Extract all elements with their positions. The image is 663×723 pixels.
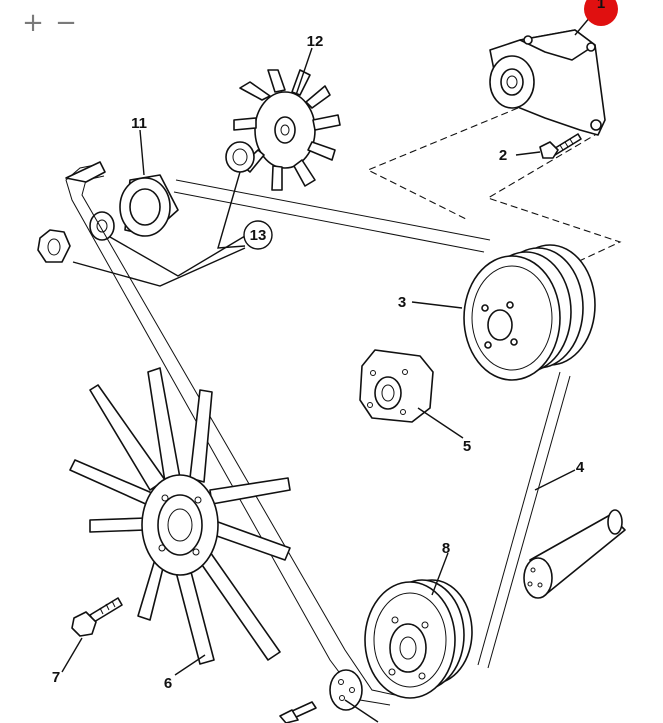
assembly-guide-lines (366, 107, 622, 271)
part-nut[interactable] (37, 229, 71, 263)
part-spacer-5[interactable] (359, 349, 434, 423)
part-washer-bottom[interactable] (329, 669, 363, 711)
callout-13-leaders (72, 171, 246, 287)
part-impeller-12[interactable] (233, 69, 341, 191)
callout-1-highlight[interactable]: 1 (584, 0, 618, 26)
part-bracket-housing[interactable] (489, 29, 606, 136)
callout-1-label: 1 (597, 0, 605, 12)
part-bolt-2[interactable] (539, 133, 582, 159)
callout-7-label: 7 (52, 669, 60, 686)
zoom-in-button[interactable]: + (22, 8, 44, 38)
part-bearing-11[interactable] (119, 174, 179, 237)
part-belt-4[interactable] (65, 161, 571, 706)
part-pulley-3[interactable] (463, 244, 596, 381)
callout-8-label: 8 (442, 540, 450, 557)
callout-5-label: 5 (463, 438, 471, 455)
part-fan-6[interactable] (69, 367, 291, 665)
callout-12-label: 12 (307, 33, 324, 50)
part-bolt-7[interactable] (71, 597, 123, 637)
part-bolt-bottom[interactable] (279, 701, 317, 723)
callout-6-label: 6 (164, 675, 172, 692)
part-washer[interactable] (89, 211, 115, 241)
callout-13-label: 13 (250, 227, 267, 244)
zoom-out-button[interactable]: − (55, 8, 77, 38)
callout-4-label: 4 (576, 459, 585, 476)
callout-11-label: 11 (131, 115, 147, 132)
part-shaft[interactable] (523, 509, 626, 599)
callout-13-bubble[interactable]: 13 (243, 220, 273, 250)
callout-2-label: 2 (499, 147, 507, 164)
callout-leaders (61, 9, 597, 723)
callout-3-label: 3 (398, 294, 406, 311)
part-crank-pulley-8[interactable] (364, 579, 473, 699)
part-bushing-13[interactable] (225, 141, 255, 173)
